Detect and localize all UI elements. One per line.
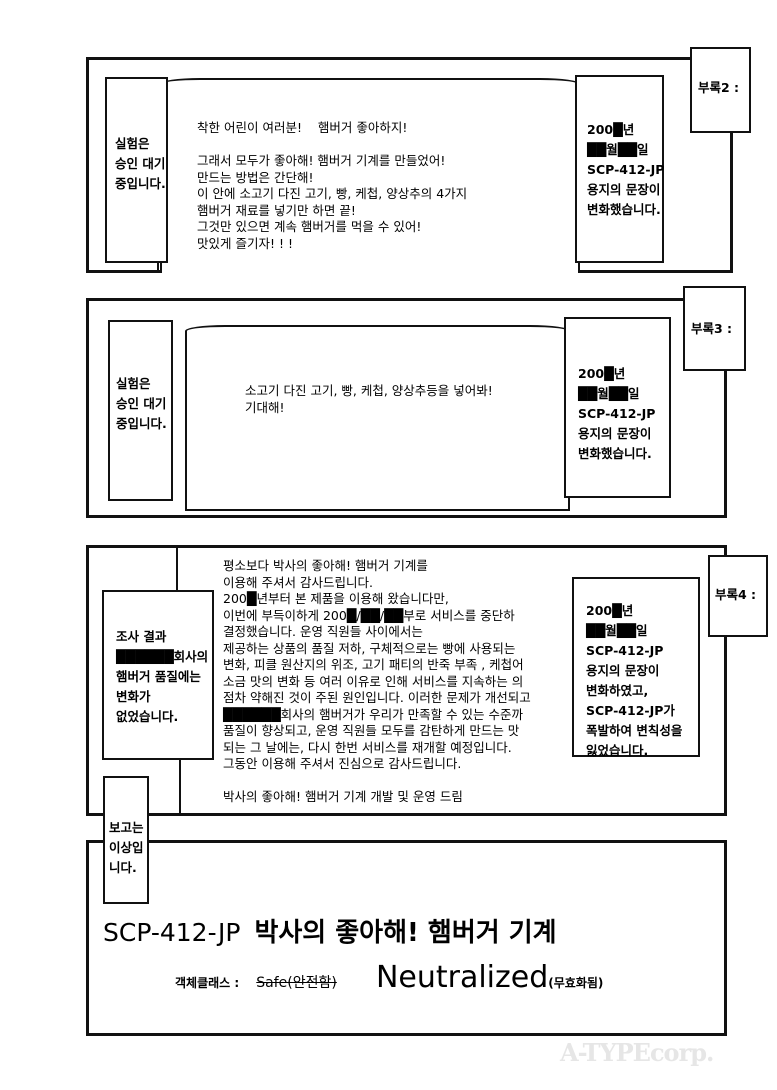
speech-text-1: 착한 어린이 여러분! 햄버거 좋아하지! 그래서 모두가 좋아해! 햄버거 기… bbox=[197, 120, 468, 251]
log-box-3: 200█년 ██월██일 SCP-412-JP 용지의 문장이 변화하였고, S… bbox=[572, 577, 700, 758]
scp-id: SCP-412-JP bbox=[103, 918, 241, 947]
investigation-box: 조사 결과 ██████회사의 햄버거 품질에는 변화가 없었습니다. bbox=[102, 590, 214, 760]
new-class-ko: (무효화됨) bbox=[548, 976, 604, 990]
appendix-label-3: 부록3 : bbox=[683, 286, 746, 371]
status-box-1: 실험은 승인 대기 중입니다. bbox=[105, 77, 168, 263]
class-label: 객체클래스 : bbox=[175, 976, 240, 990]
appendix-label-2: 부록2 : bbox=[690, 47, 751, 133]
old-class: Safe(안전함) bbox=[256, 975, 337, 991]
report-box: 보고는 이상입 니다. bbox=[103, 776, 149, 904]
watermark-logo: A-TYPEcorp. bbox=[560, 1038, 714, 1067]
scp-title: SCP-412-JP 박사의 좋아해! 햄버거 기계 bbox=[103, 912, 557, 949]
panel-divider bbox=[176, 546, 178, 592]
object-class: 객체클래스 : Safe(안전함) Neutralized(무효화됨) bbox=[175, 960, 603, 995]
panel-4 bbox=[86, 840, 727, 1036]
new-class: Neutralized bbox=[375, 960, 549, 995]
scp-name: 박사의 좋아해! 햄버거 기계 bbox=[254, 918, 557, 948]
appendix-label-4: 부록4 : bbox=[708, 555, 768, 637]
panel-divider bbox=[157, 255, 159, 271]
log-box-2: 200█년 ██월██일 SCP-412-JP 용지의 문장이 변화했습니다. bbox=[564, 317, 671, 498]
status-box-2: 실험은 승인 대기 중입니다. bbox=[108, 320, 173, 501]
speech-text-2: 소고기 다진 고기, 빵, 케첩, 양상추등을 넣어봐! 기대해! bbox=[245, 383, 493, 415]
speech-panel-1 bbox=[160, 78, 580, 273]
notice-text: 평소보다 박사의 좋아해! 햄버거 기계를 이용해 주셔서 감사드립니다. 20… bbox=[223, 558, 531, 804]
speech-panel-2 bbox=[185, 325, 570, 511]
log-box-1: 200█년 ██월██일 SCP-412-JP 용지의 문장이 변화했습니다. bbox=[575, 75, 664, 263]
panel-divider bbox=[179, 758, 181, 815]
